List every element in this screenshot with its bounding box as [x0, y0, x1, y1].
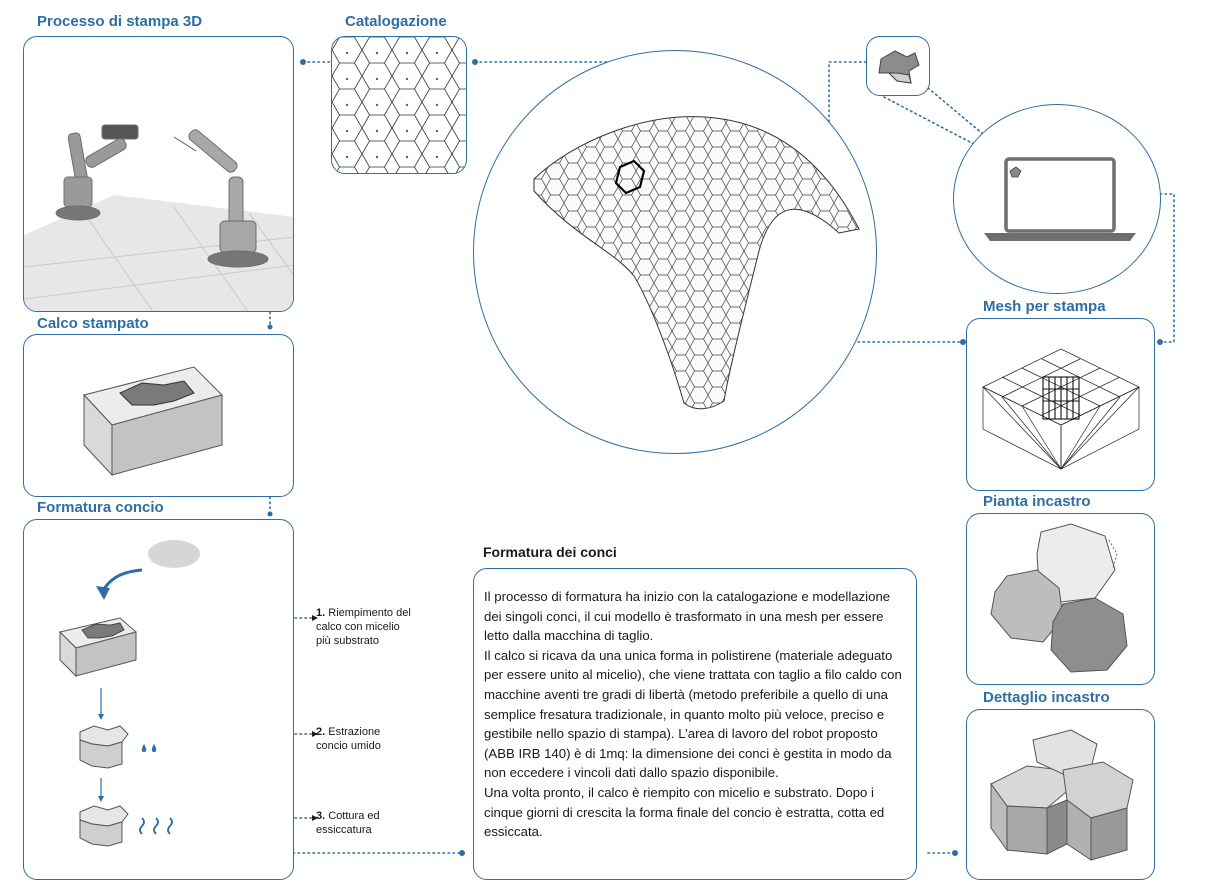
step-1-number: 1. [316, 607, 326, 619]
text-paragraph-3: Una volta pronto, il calco è riempito co… [484, 784, 885, 840]
panel-module-icon [866, 36, 930, 96]
laptop-circle [953, 104, 1161, 294]
step-2-text: Estrazione concio umido [316, 726, 381, 752]
panel-title-pianta: Pianta incastro [983, 493, 1091, 510]
panel-dettaglio [966, 709, 1155, 880]
panel-formatura [23, 519, 294, 880]
panel-stampa3d [23, 36, 294, 312]
laptop-illustration [984, 157, 1136, 241]
hexagon-catalog-pattern [332, 37, 466, 173]
joint-detail-illustration [990, 729, 1134, 861]
step-2-label: 2. Estrazione concio umido [316, 725, 414, 753]
mold-block-illustration [83, 366, 223, 477]
robot-arms-illustration [24, 124, 293, 311]
panel-title-stampa3d: Processo di stampa 3D [37, 13, 203, 30]
text-paragraph-2: Il calco si ricava da una unica forma in… [484, 647, 902, 781]
panel-pianta [966, 513, 1155, 685]
panel-title-dettaglio: Dettaglio incastro [983, 689, 1110, 706]
vault-wireframe-illustration [533, 116, 860, 410]
text-paragraph-1: Il processo di formatura ha inizio con l… [484, 589, 891, 644]
panel-title-calco: Calco stampato [37, 315, 149, 332]
step-1-label: 1. Riempimento del calco con micelio più… [316, 606, 414, 648]
text-panel-body: Il processo di formatura ha inizio con l… [473, 568, 917, 880]
module-shape-icon [878, 50, 920, 84]
joint-plan-illustration [990, 523, 1128, 673]
vault-model-circle [473, 50, 877, 454]
step-1-text: Riempimento del calco con micelio più su… [316, 607, 411, 647]
step-3-label: 3. Cottura ed essiccatura [316, 809, 406, 837]
text-panel-heading: Formatura dei conci [483, 544, 617, 560]
panel-title-mesh: Mesh per stampa [983, 298, 1106, 315]
step-3-text: Cottura ed essiccatura [316, 810, 380, 836]
step-2-number: 2. [316, 726, 326, 738]
forming-steps-illustration [59, 540, 200, 847]
mesh-illustration [982, 348, 1140, 470]
panel-title-catalogazione: Catalogazione [345, 13, 447, 30]
panel-title-formatura: Formatura concio [37, 499, 164, 516]
step-3-number: 3. [316, 810, 326, 822]
panel-calco [23, 334, 294, 497]
panel-mesh [966, 318, 1155, 491]
panel-catalogazione [331, 36, 467, 174]
